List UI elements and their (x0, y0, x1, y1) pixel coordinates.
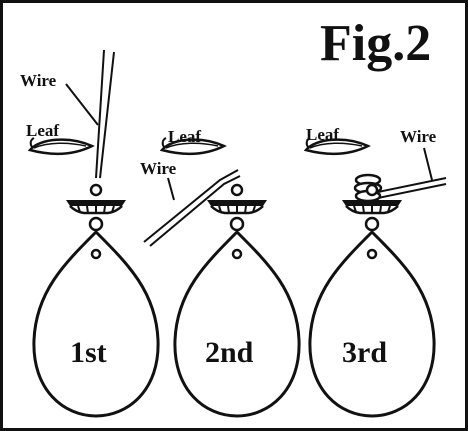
panel-2nd: Leaf Wire 2nd (140, 127, 301, 418)
step-label: 1st (70, 336, 107, 369)
step-label: 3rd (342, 336, 387, 369)
leaf-label: Leaf (306, 125, 339, 144)
step-label: 2nd (205, 336, 254, 369)
wire-label: Wire (400, 127, 437, 146)
leaf-label: Leaf (26, 121, 59, 140)
wire-strand (377, 177, 447, 193)
wire-label: Wire (140, 159, 177, 178)
wire-strand (95, 49, 105, 179)
wire-pointer (65, 83, 99, 126)
wire-pointer (167, 177, 175, 201)
wire-strand (377, 183, 447, 199)
wire-strand (143, 169, 239, 243)
panel-3rd: Leaf Wire 3rd (304, 125, 447, 418)
wire-strand (99, 51, 115, 179)
wire-strand (149, 175, 241, 247)
leaf-label: Leaf (168, 127, 201, 146)
wire-pointer (423, 147, 433, 181)
wire-label: Wire (20, 71, 57, 90)
figure-title: Fig.2 (320, 15, 431, 72)
panel-1st: Wire Leaf 1st (20, 49, 160, 418)
